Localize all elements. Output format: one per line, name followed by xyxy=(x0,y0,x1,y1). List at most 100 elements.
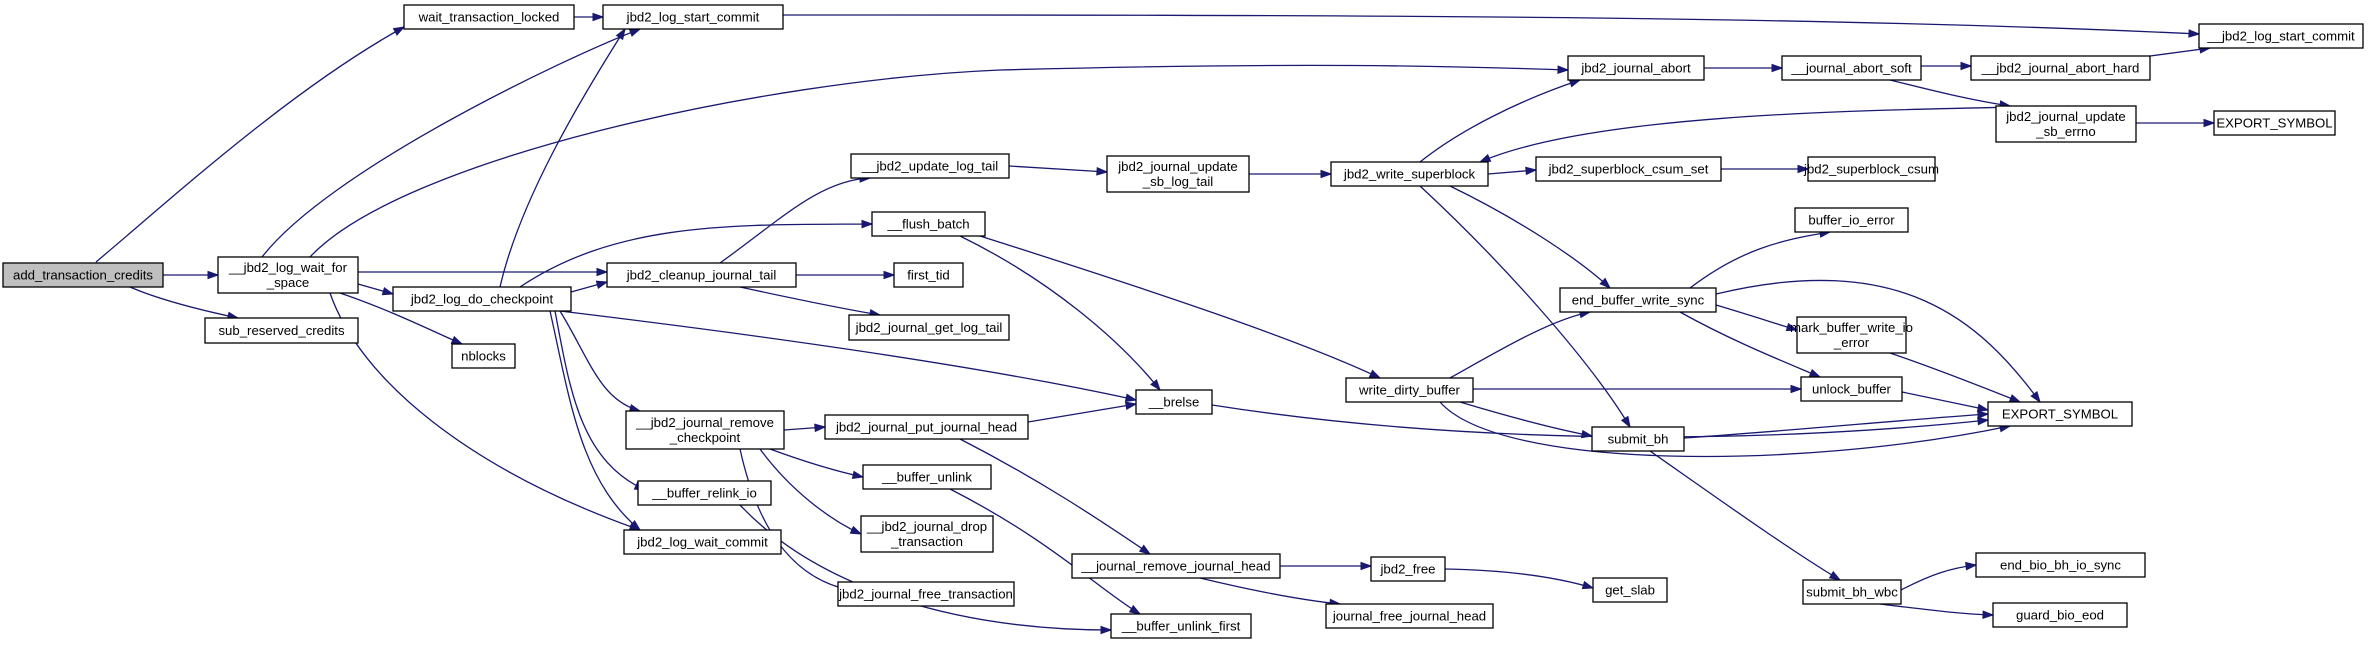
edge-lwfs-to-lwc xyxy=(329,292,642,531)
node-box xyxy=(1781,55,1922,81)
edge-line xyxy=(1715,304,1798,331)
arrowhead-icon xyxy=(2030,390,2041,404)
node-lsc2[interactable]: __jbd2_log_start_commit xyxy=(2198,23,2364,49)
node-box xyxy=(1802,579,1902,605)
node-flb[interactable]: __flush_batch xyxy=(871,211,986,237)
node-lwfs[interactable]: __jbd2_log_wait_for_space xyxy=(217,256,359,294)
edge-line xyxy=(1444,568,1594,589)
node-jas[interactable]: __journal_abort_soft xyxy=(1781,55,1922,81)
node-lwc[interactable]: jbd2_log_wait_commit xyxy=(623,529,782,555)
node-label: __buffer_unlink xyxy=(881,470,972,485)
node-label: __jbd2_log_start_commit xyxy=(2206,29,2355,44)
node-bun[interactable]: __buffer_unlink xyxy=(862,464,992,490)
edge-line xyxy=(554,310,646,491)
node-atc[interactable]: add_transaction_credits xyxy=(2,262,164,288)
edge-line xyxy=(1479,105,2071,163)
edge-line xyxy=(769,448,864,478)
node-box xyxy=(837,581,1015,607)
node-lsc[interactable]: jbd2_log_start_commit xyxy=(602,4,784,30)
node-exs2[interactable]: EXPORT_SYMBOL xyxy=(2213,110,2336,136)
node-exs1[interactable]: EXPORT_SYMBOL xyxy=(1987,401,2133,427)
node-sbh[interactable]: submit_bh xyxy=(1591,426,1685,452)
node-label: jbd2_superblock_csum_set xyxy=(1548,162,1709,177)
node-ebws[interactable]: end_buffer_write_sync xyxy=(1559,287,1717,313)
node-wtl[interactable]: wait_transaction_locked xyxy=(403,4,575,30)
edge-ldc-to-jrc xyxy=(559,310,642,413)
node-label: jbd2_journal_get_log_tail xyxy=(855,320,1003,335)
node-mbwe[interactable]: mark_buffer_write_io_error xyxy=(1790,316,1913,354)
node-jdt[interactable]: __jbd2_journal_drop_transaction xyxy=(860,515,994,553)
edge-ldc-to-bri xyxy=(554,310,647,491)
node-box xyxy=(625,410,785,450)
node-jrc[interactable]: __jbd2_journal_remove_checkpoint xyxy=(625,410,785,450)
arrowhead-icon xyxy=(861,219,874,229)
edge-jfr-to-gsl xyxy=(1444,568,1595,590)
edge-ldc-to-cjt xyxy=(570,280,609,293)
arrowhead-icon xyxy=(1128,604,1142,615)
node-box xyxy=(1987,401,2133,427)
edge-line xyxy=(329,292,641,531)
node-wdb[interactable]: write_dirty_buffer xyxy=(1345,377,1474,403)
arrowhead-icon xyxy=(1557,65,1570,74)
node-ftid[interactable]: first_tid xyxy=(893,262,964,288)
arrowhead-icon xyxy=(1965,561,1978,571)
edge-wdb-to-sbh xyxy=(1459,401,1594,439)
node-jfjh[interactable]: journal_free_journal_head xyxy=(1325,603,1494,629)
node-jrjh[interactable]: __journal_remove_journal_head xyxy=(1071,553,1281,579)
node-jfr[interactable]: jbd2_free xyxy=(1370,556,1446,582)
node-box xyxy=(623,529,782,555)
node-jpjh[interactable]: jbd2_journal_put_journal_head xyxy=(824,414,1029,440)
node-nbl[interactable]: nblocks xyxy=(451,343,516,369)
node-jglt[interactable]: jbd2_journal_get_log_tail xyxy=(848,314,1010,341)
edge-flb-to-brl xyxy=(959,235,1161,392)
node-ebio[interactable]: end_bio_bh_io_sync xyxy=(1975,552,2146,578)
edge-line xyxy=(1683,413,1989,439)
node-gbe[interactable]: guard_bio_eod xyxy=(1992,602,2128,628)
edge-sbw-to-ebio xyxy=(1900,561,1978,591)
node-jft[interactable]: jbd2_journal_free_transaction xyxy=(837,581,1015,607)
node-bri[interactable]: __buffer_relink_io xyxy=(637,480,772,506)
node-label: guard_bio_eod xyxy=(2016,608,2104,623)
arrowhead-icon xyxy=(1580,429,1594,439)
edge-line xyxy=(1715,279,2041,403)
node-bie[interactable]: buffer_io_error xyxy=(1794,207,1909,233)
node-sbw[interactable]: submit_bh_wbc xyxy=(1802,579,1902,605)
node-ult[interactable]: __jbd2_update_log_tail xyxy=(850,153,1010,179)
edge-mbwe-to-exs1 xyxy=(1889,352,2022,403)
edge-bun-to-buf xyxy=(949,488,1142,615)
node-src[interactable]: sub_reserved_credits xyxy=(204,317,359,344)
node-buf[interactable]: __buffer_unlink_first xyxy=(1110,613,1252,639)
node-jws[interactable]: jbd2_write_superblock xyxy=(1330,161,1489,187)
node-ldc[interactable]: jbd2_log_do_checkpoint xyxy=(392,286,572,312)
node-label: write_dirty_buffer xyxy=(1358,383,1461,398)
node-label: _transaction xyxy=(890,534,963,549)
node-label: __journal_abort_soft xyxy=(1790,61,1912,76)
node-cjt[interactable]: jbd2_cleanup_journal_tail xyxy=(606,262,797,288)
node-jab[interactable]: jbd2_journal_abort xyxy=(1567,55,1705,81)
node-label: jbd2_free xyxy=(1380,562,1436,577)
node-jscs[interactable]: jbd2_superblock_csum_set xyxy=(1535,156,1722,182)
edge-sbw-to-gbe xyxy=(1879,603,1995,619)
edge-jws-to-jscs xyxy=(1487,166,1538,176)
node-juse[interactable]: jbd2_journal_update_sb_errno xyxy=(1995,105,2137,143)
node-jaah[interactable]: __jbd2_journal_abort_hard xyxy=(1970,55,2151,81)
edge-lsc-to-lsc2 xyxy=(782,14,2201,38)
node-box xyxy=(1559,287,1717,313)
edge-ebws-to-exs1 xyxy=(1715,279,2041,404)
node-box xyxy=(871,211,986,237)
node-jusl[interactable]: jbd2_journal_update_sb_log_tail xyxy=(1106,155,1250,193)
node-gsl[interactable]: get_slab xyxy=(1592,577,1668,603)
edge-line xyxy=(782,14,2200,35)
node-box xyxy=(1807,156,1936,182)
arrowhead-icon xyxy=(1828,570,1842,581)
node-box xyxy=(1535,156,1722,182)
edge-line xyxy=(1459,401,1593,437)
node-box xyxy=(2213,110,2336,136)
node-unb[interactable]: unlock_buffer xyxy=(1800,376,1903,402)
node-label: __jbd2_update_log_tail xyxy=(861,159,998,174)
node-brl[interactable]: __brelse xyxy=(1135,389,1213,415)
edge-jws-to-sbh xyxy=(1419,185,1631,429)
node-jsc[interactable]: jbd2_superblock_csum xyxy=(1803,156,1939,182)
arrowhead-icon xyxy=(1977,416,1990,426)
edge-jab-to-jas xyxy=(1704,63,1784,73)
